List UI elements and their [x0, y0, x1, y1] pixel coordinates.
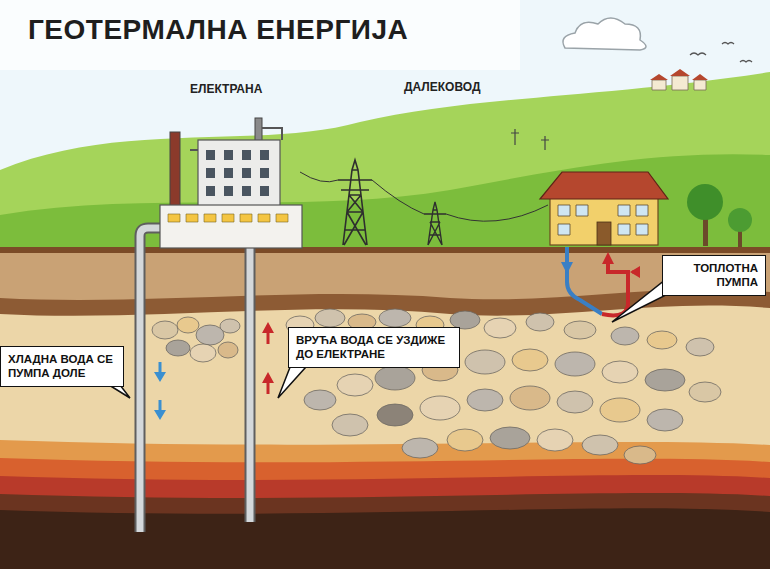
- cold-water-arrow-shafts: [159, 362, 162, 411]
- rock: [582, 435, 618, 455]
- plant-lit-windows: [168, 214, 288, 222]
- rock: [190, 344, 216, 362]
- rock: [420, 396, 460, 420]
- rock: [645, 369, 685, 391]
- orange-layer: [0, 250, 770, 462]
- callout-box: ХЛАДНА ВОДА СЕ ПУМПА ДОЛЕ: [0, 346, 124, 387]
- rock: [647, 331, 677, 349]
- rocks: [152, 309, 721, 464]
- rock-layer: [0, 250, 770, 445]
- rock: [624, 446, 656, 464]
- heat-pump-cold-pipe: [567, 247, 602, 314]
- rock: [375, 366, 415, 390]
- label: ДАЛЕКОВОД: [404, 80, 481, 94]
- plant-windows: [206, 150, 269, 196]
- heat-pump-hot-arrow-shaft: [632, 271, 640, 274]
- pylon: [424, 202, 446, 245]
- rock: [611, 327, 639, 345]
- production-pipe-inner: [247, 240, 254, 522]
- rock: [490, 427, 530, 449]
- tree-crown: [728, 208, 752, 232]
- rock: [602, 361, 638, 383]
- injection-pipe: [140, 228, 168, 532]
- house-door: [597, 222, 611, 245]
- hot-water-arrow-shafts: [267, 332, 270, 394]
- rock: [315, 309, 345, 327]
- title: ГЕОТЕРМАЛНА ЕНЕРГИЈА: [28, 14, 408, 46]
- power-lines: [300, 172, 548, 221]
- rock: [337, 374, 373, 396]
- rock: [447, 429, 483, 451]
- rock: [465, 350, 505, 374]
- distant-poles: [511, 129, 549, 150]
- rock: [512, 349, 548, 371]
- label: ЕЛЕКТРАНА: [190, 82, 262, 96]
- rock: [555, 352, 595, 376]
- rock: [526, 313, 554, 331]
- deep-layer: [0, 250, 770, 569]
- heat-pump-hot-pipe: [602, 262, 628, 315]
- production-pipe: [245, 240, 256, 522]
- sky-haze: [0, 0, 520, 70]
- plant-base: [160, 205, 302, 248]
- rock: [379, 309, 411, 327]
- rock: [467, 389, 503, 411]
- rock: [166, 340, 190, 356]
- hot-water-arrow-heads: [262, 322, 274, 383]
- callout-box: ТОПЛОТНА ПУМПА: [662, 255, 766, 296]
- plant-block: [198, 140, 280, 208]
- rock: [689, 382, 721, 402]
- house-roof: [540, 172, 668, 199]
- injection-pipe-inner: [140, 228, 168, 532]
- rock: [402, 438, 438, 458]
- rock: [304, 390, 336, 410]
- callout-text: ТОПЛОТНА ПУМПА: [670, 261, 758, 290]
- brown-layer: [0, 250, 770, 514]
- birds: [690, 43, 752, 63]
- rock: [377, 404, 413, 426]
- pylon: [338, 160, 372, 245]
- rock: [218, 342, 238, 358]
- front-hill: [0, 154, 770, 260]
- rock: [220, 319, 240, 333]
- rock: [510, 386, 550, 410]
- callout-text: ХЛАДНА ВОДА СЕ ПУМПА ДОЛЕ: [8, 352, 116, 381]
- rock: [647, 409, 683, 431]
- heat-pump-hot-arrows: [602, 252, 640, 278]
- rock: [152, 321, 178, 339]
- callout-box: ВРУЋА ВОДА СЕ УЗДИЖЕ ДО ЕЛЕКТРАНЕ: [288, 327, 460, 368]
- ground-surface: [0, 247, 770, 253]
- clay-band: [0, 250, 770, 316]
- tree-crown: [687, 184, 723, 220]
- chimney: [170, 132, 180, 208]
- rock: [600, 398, 640, 422]
- rock: [564, 321, 596, 339]
- stack: [255, 118, 262, 142]
- rock: [686, 338, 714, 356]
- rock: [196, 325, 224, 345]
- house-wall: [550, 197, 658, 245]
- cold-water-arrow-heads: [154, 372, 166, 420]
- callout-text: ВРУЋА ВОДА СЕ УЗДИЖЕ ДО ЕЛЕКТРАНЕ: [296, 333, 452, 362]
- back-hill: [0, 72, 770, 260]
- rock: [557, 391, 593, 413]
- rock: [537, 429, 573, 451]
- red-layer: [0, 250, 770, 498]
- orange-red-layer: [0, 250, 770, 480]
- heat-pump-cold-arrow: [561, 262, 573, 274]
- village-roofs: [650, 69, 708, 80]
- rock: [332, 414, 368, 436]
- rock: [177, 317, 199, 333]
- cloud: [563, 18, 646, 50]
- rock: [484, 318, 516, 338]
